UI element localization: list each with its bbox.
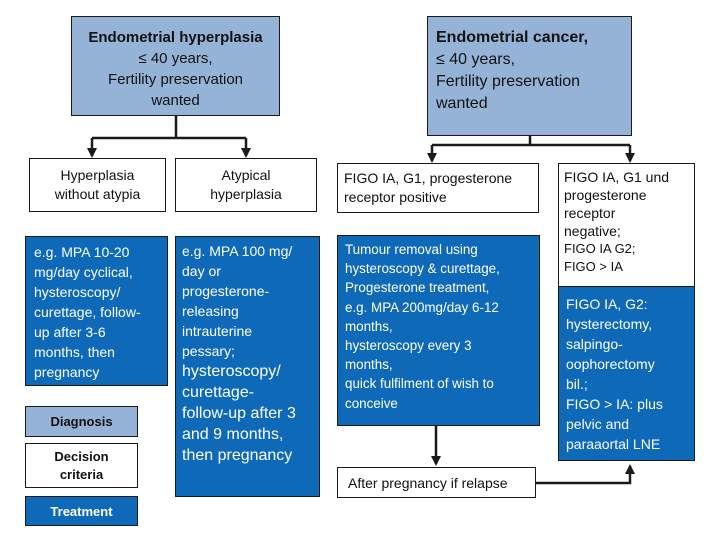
- treat-figo-negative-line: FIGO > IA: plus: [566, 396, 663, 412]
- treat-figo-negative-line: hysterectomy,: [566, 316, 653, 332]
- atypical-line2: hyperplasia: [210, 186, 282, 202]
- cancer-age: ≤ 40 years,: [436, 51, 516, 68]
- treat-figo-positive-line: months,: [345, 318, 393, 334]
- hyperplasia-age: ≤ 40 years,: [138, 50, 213, 67]
- hyperplasia-fertility: Fertility preservation: [107, 71, 244, 88]
- treat-no-atypia-line: e.g. MPA 10-20: [34, 244, 130, 260]
- legend-treatment: Treatment: [25, 496, 138, 526]
- cancer-wanted: wanted: [436, 95, 488, 112]
- treat-atypical-follow-line: hysteroscopy/: [182, 363, 281, 380]
- treat-figo-positive-line: hysteroscopy every 3: [345, 338, 472, 354]
- legend-treatment-label: Treatment: [50, 504, 113, 519]
- relapse-box: After pregnancy if relapse: [337, 467, 536, 498]
- atypical-line1: Atypical: [221, 167, 271, 183]
- treat-atypical-line: e.g. MPA 100 mg/: [182, 243, 293, 259]
- treat-atypical-follow-line: curettage-: [182, 384, 255, 401]
- treat-no-atypia-line: mg/day cyclical,: [34, 264, 133, 280]
- treat-figo-positive-line: Progesterone treatment,: [345, 280, 490, 296]
- treat-atypical-follow-line: and 9 months,: [182, 426, 284, 443]
- legend-decision-line2: criteria: [59, 467, 104, 482]
- figo-negative-line1: FIGO IA, G1 und: [564, 169, 670, 185]
- figo-negative-line2: progesterone: [564, 187, 647, 203]
- treatment-atypical-box: e.g. MPA 100 mg/ day or progesterone- re…: [175, 236, 320, 497]
- treat-figo-negative-line: FIGO IA, G2:: [566, 296, 648, 312]
- treat-figo-negative-line: pelvic and: [566, 416, 630, 432]
- criteria-atypical-box: Atypical hyperplasia: [175, 158, 317, 212]
- treat-figo-positive-line: Tumour removal using: [345, 242, 478, 257]
- treatment-figo-positive-box: Tumour removal using hysteroscopy & cure…: [337, 235, 540, 426]
- hyperplasia-wanted: wanted: [151, 92, 200, 109]
- cancer-fertility: Fertility preservation: [436, 73, 581, 90]
- legend-decision-line1: Decision: [54, 449, 109, 464]
- treat-figo-positive-line: e.g. MPA 200mg/day 6-12: [345, 299, 499, 315]
- treat-atypical-line: day or: [182, 263, 221, 279]
- legend-decision-criteria: Decision criteria: [25, 443, 138, 488]
- treat-figo-negative-line: salpingo-: [566, 336, 623, 352]
- hyperplasia-title: Endometrial hyperplasia: [88, 29, 263, 46]
- legend-diagnosis-label: Diagnosis: [50, 414, 113, 429]
- figo-positive-line1: FIGO IA, G1, progesterone: [344, 170, 513, 186]
- treatment-no-atypia-box: e.g. MPA 10-20 mg/day cyclical, hysteros…: [25, 236, 168, 386]
- diagnosis-cancer-box: Endometrial cancer, ≤ 40 years, Fertilit…: [427, 16, 632, 136]
- treat-figo-negative-line: oophorectomy: [566, 356, 655, 372]
- treat-atypical-line: intrauterine: [182, 323, 253, 339]
- treat-atypical-follow-line: then pregnancy: [182, 447, 293, 464]
- figo-negative-line4: negative;: [564, 223, 621, 239]
- no-atypia-line2: without atypia: [54, 186, 141, 202]
- treat-atypical-line: progesterone-: [182, 283, 270, 299]
- treat-no-atypia-line: up after 3-6: [34, 324, 106, 340]
- treat-figo-positive-line: quick fulfilment of wish to: [345, 376, 494, 392]
- criteria-no-atypia-box: Hyperplasia without atypia: [29, 158, 166, 212]
- figo-negative-line3: receptor: [564, 205, 616, 221]
- figo-negative-line5: FIGO IA G2;: [564, 241, 636, 256]
- diagnosis-hyperplasia-box: Endometrial hyperplasia ≤ 40 years, Fert…: [71, 16, 280, 116]
- figo-positive-line2: receptor positive: [344, 189, 447, 205]
- treat-figo-negative-line: bil.;: [566, 376, 588, 392]
- treat-atypical-follow-line: follow-up after 3: [182, 405, 296, 422]
- treat-no-atypia-line: months, then: [34, 344, 115, 360]
- treat-no-atypia-line: pregnancy: [34, 364, 100, 380]
- figo-negative-line6: FIGO > IA: [564, 259, 623, 274]
- no-atypia-line1: Hyperplasia: [60, 167, 135, 183]
- treat-figo-positive-line: conceive: [345, 395, 398, 411]
- cancer-title: Endometrial cancer,: [436, 29, 589, 46]
- treat-figo-negative-line: paraaortal LNE: [566, 436, 661, 452]
- arrow-relapse-to-treatment: [536, 464, 635, 485]
- treat-no-atypia-line: hysteroscopy/: [34, 284, 121, 300]
- treat-figo-positive-line: hysteroscopy & curettage,: [345, 261, 500, 277]
- treat-no-atypia-line: curettage, follow-: [34, 304, 141, 320]
- treat-atypical-line: pessary;: [182, 343, 235, 359]
- legend-diagnosis: Diagnosis: [25, 406, 138, 437]
- treat-atypical-line: releasing: [182, 303, 239, 319]
- treat-figo-positive-line: months,: [345, 357, 393, 373]
- criteria-figo-positive-box: FIGO IA, G1, progesterone receptor posit…: [337, 163, 539, 213]
- relapse-label: After pregnancy if relapse: [348, 475, 508, 491]
- criteria-figo-negative-box: FIGO IA, G1 und progesterone receptor ne…: [558, 163, 695, 288]
- treatment-figo-negative-box: FIGO IA, G2: hysterectomy, salpingo- oop…: [558, 286, 695, 461]
